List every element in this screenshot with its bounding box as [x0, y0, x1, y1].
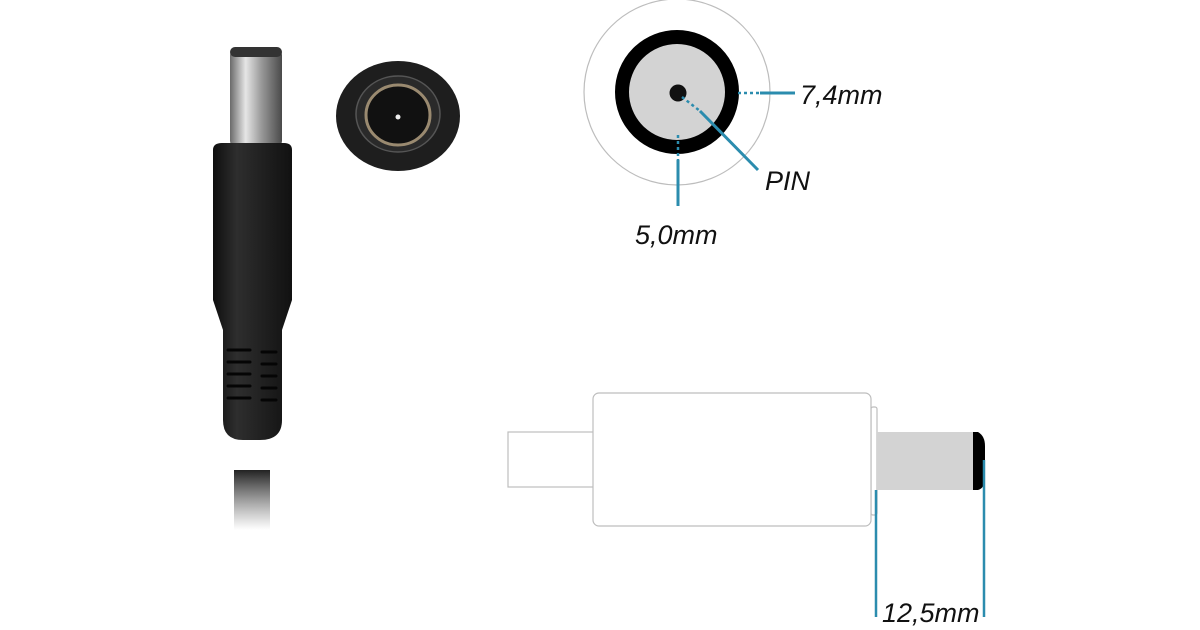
tip-length-label: 12,5mm — [882, 598, 980, 628]
pin-label: PIN — [765, 166, 811, 196]
inner-diameter-label: 5,0mm — [635, 220, 718, 250]
tip-barrel — [877, 432, 975, 490]
cable — [234, 470, 270, 530]
front-view-diagram: 7,4mm PIN 5,0mm — [583, 0, 883, 250]
plug-body-outline — [592, 392, 872, 527]
plug-photo-end — [336, 61, 460, 171]
plug-body — [213, 143, 292, 440]
strain-relief-grooves — [226, 348, 278, 402]
cable-stub — [507, 431, 599, 488]
side-view-diagram: 12,5mm — [507, 392, 986, 628]
center-pin — [395, 114, 401, 120]
metal-tip — [230, 50, 282, 146]
outer-diameter-label: 7,4mm — [800, 80, 883, 110]
tip-cap — [973, 432, 985, 490]
plug-photo-side — [213, 47, 292, 530]
